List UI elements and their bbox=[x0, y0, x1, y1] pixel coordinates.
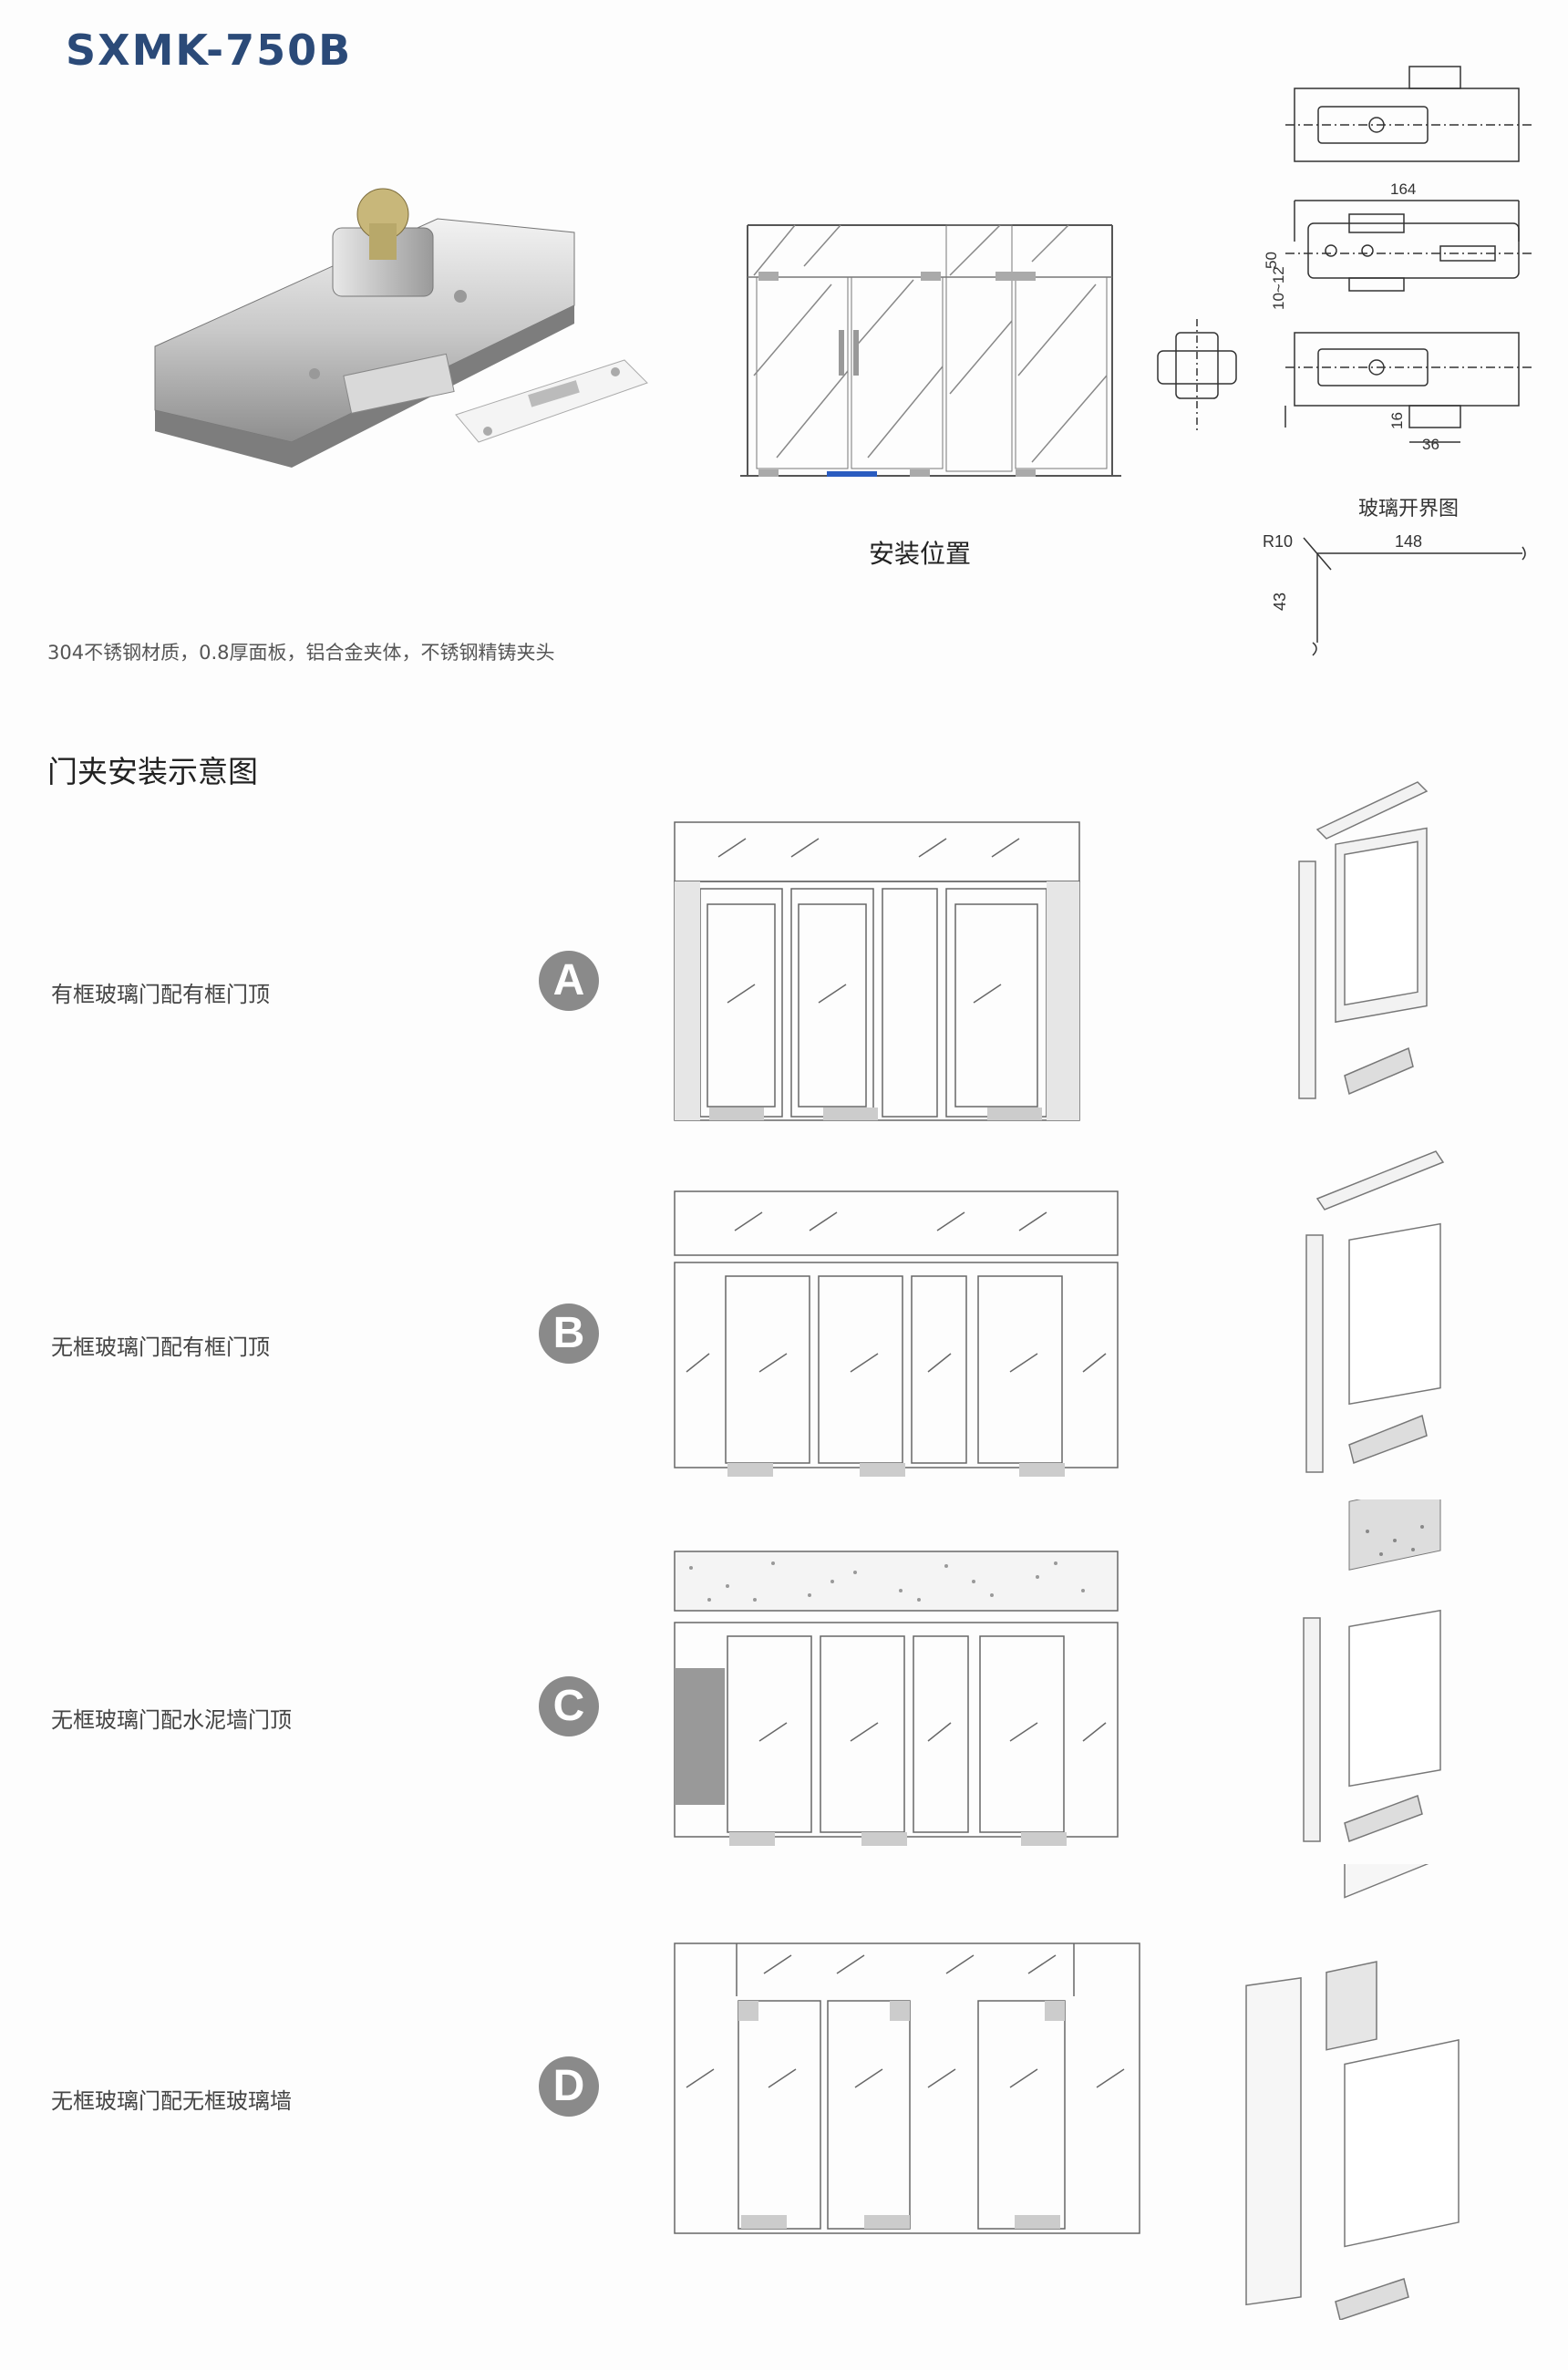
technical-drawing: 164 50 10~12 16 36 bbox=[1157, 66, 1532, 453]
row-a-label: 有框玻璃门配有框门顶 bbox=[51, 982, 270, 1007]
dim-bottom-16-label: 16 bbox=[1388, 412, 1406, 429]
row-b-label: 无框玻璃门配有框门顶 bbox=[51, 1334, 270, 1360]
row-b-door-elevation bbox=[674, 1190, 1119, 1477]
product-model-title: SXMK-750B bbox=[66, 26, 353, 75]
dim-bottom-36-label: 36 bbox=[1422, 436, 1439, 453]
row-c-exploded-view bbox=[1303, 1499, 1441, 1842]
row-b-badge: B bbox=[539, 1304, 599, 1364]
row-b-exploded-view bbox=[1305, 1150, 1445, 1473]
row-d-badge: D bbox=[539, 2056, 599, 2117]
install-position-caption: 安装位置 bbox=[869, 539, 972, 569]
row-c-label: 无框玻璃门配水泥墙门顶 bbox=[51, 1707, 292, 1733]
row-c-door-elevation bbox=[674, 1551, 1119, 1846]
row-a-badge: A bbox=[539, 951, 599, 1011]
glass-cut-height-label: 43 bbox=[1271, 592, 1289, 611]
glass-cut-title: 玻璃开界图 bbox=[1358, 497, 1459, 520]
material-description: 304不锈钢材质，0.8厚面板，铝合金夹体，不锈钢精铸夹头 bbox=[47, 642, 555, 664]
row-a-door-elevation bbox=[674, 821, 1080, 1121]
row-d-exploded-view bbox=[1245, 1864, 1464, 2320]
glass-cut-radius-label: R10 bbox=[1263, 532, 1293, 551]
row-d-label: 无框玻璃门配无框玻璃墙 bbox=[51, 2088, 292, 2114]
glass-cut-length-label: 148 bbox=[1395, 532, 1422, 551]
dim-width-label: 164 bbox=[1390, 180, 1416, 198]
product-photo bbox=[154, 188, 648, 468]
section-title: 门夹安装示意图 bbox=[47, 754, 258, 789]
install-position-diagram bbox=[740, 224, 1121, 477]
dim-height-label: 50 bbox=[1263, 252, 1280, 269]
row-a-exploded-view bbox=[1298, 781, 1429, 1099]
row-d-door-elevation bbox=[674, 1942, 1140, 2234]
row-c-badge: C bbox=[539, 1676, 599, 1736]
glass-cut-diagram: 玻璃开界图 R10 148 43 bbox=[1263, 497, 1526, 656]
dim-thickness-label: 10~12 bbox=[1270, 266, 1287, 310]
